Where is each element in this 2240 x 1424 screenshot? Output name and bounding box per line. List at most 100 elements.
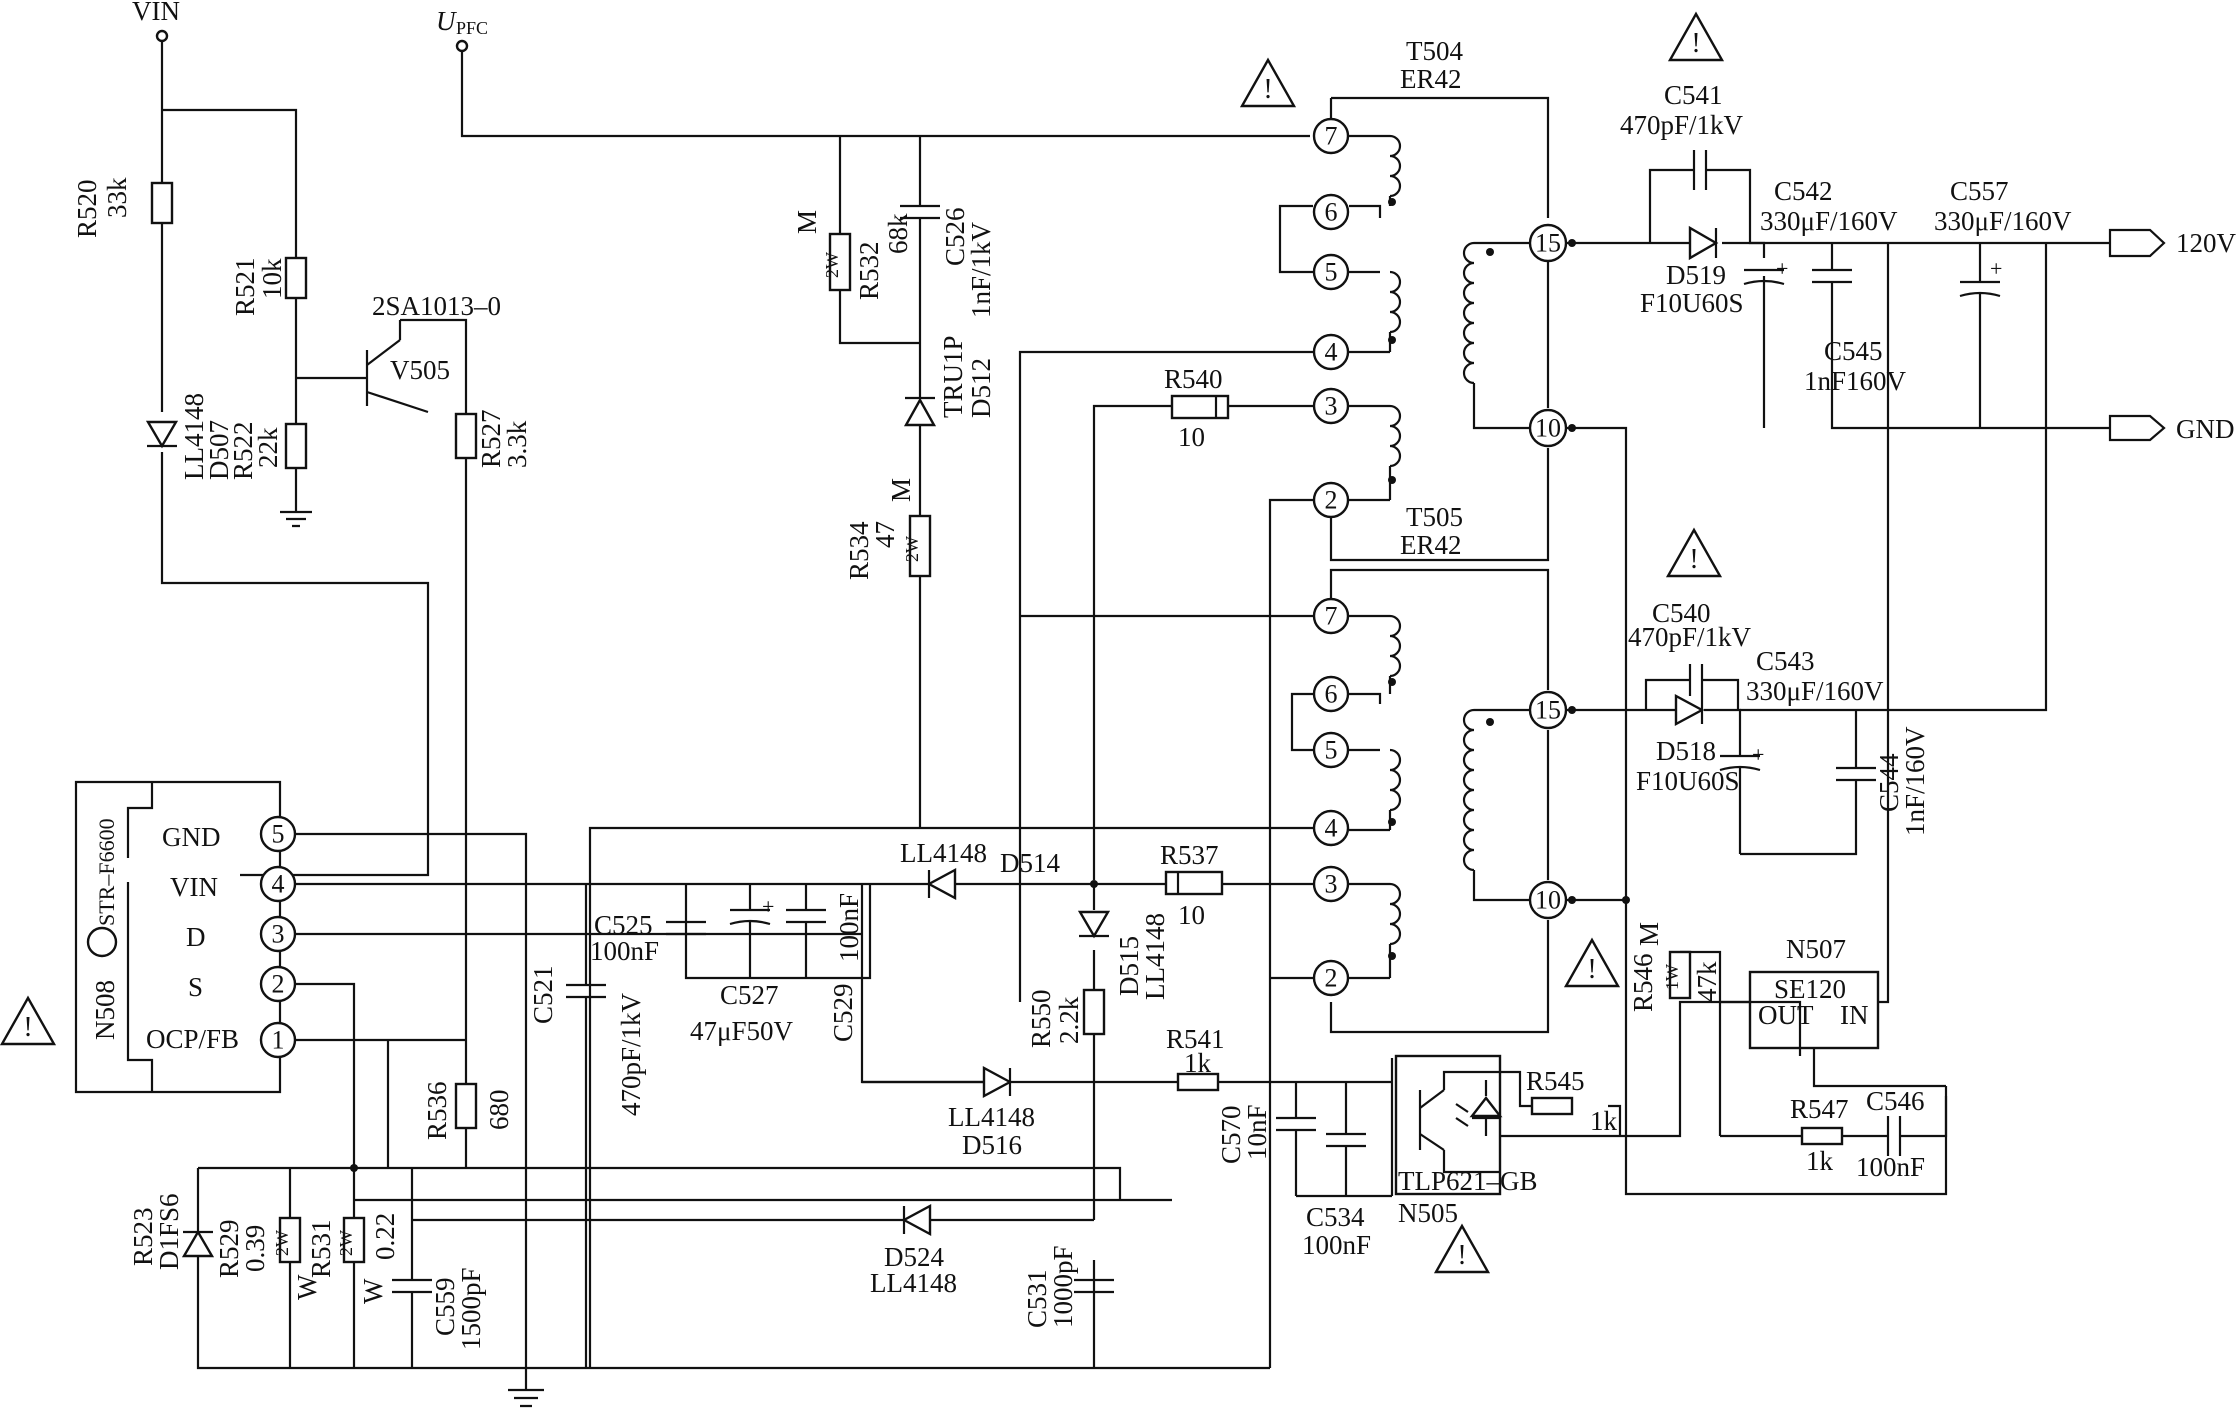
c540-value: 470pF/1kV	[1628, 622, 1752, 652]
t504-pins: 7 6 5 4 3 2 15 10	[1312, 117, 1568, 519]
r531-value: 0.22	[370, 1213, 400, 1260]
c521-label: C521	[528, 965, 558, 1024]
t504-type: ER42	[1400, 64, 1462, 94]
resistor-r529	[278, 1216, 302, 1264]
vin-net-label: VIN	[132, 0, 180, 26]
r520-value: 33k	[102, 177, 132, 218]
c531-value: 1000pF	[1048, 1245, 1078, 1328]
c559-value: 1500pF	[456, 1267, 486, 1350]
t505-pins: 7 6 5 4 3 2 15 10	[1312, 597, 1568, 997]
r550-value: 2.2k	[1054, 996, 1084, 1044]
warning-icon	[0, 996, 56, 1046]
resistor-r537	[1164, 870, 1224, 896]
vin-caps: + C525 100nF C527 47μF50V C529 100nF C52…	[528, 884, 990, 1368]
resistor-r550	[1082, 988, 1106, 1036]
c527-label: C527	[720, 980, 779, 1010]
r541-label: R541	[1166, 1024, 1225, 1054]
diode-d512	[903, 397, 937, 427]
d518-part: F10U60S	[1636, 766, 1740, 796]
c542-value: 330μF/160V	[1760, 206, 1898, 236]
r532-power: 2W	[822, 252, 842, 278]
c557-label: C557	[1950, 176, 2009, 206]
d507-label: D507	[204, 420, 234, 480]
t505-pin-4: 4	[1325, 814, 1338, 843]
n508-pin-gnd: GND	[162, 822, 221, 852]
r520-label: R520	[72, 179, 102, 238]
r547-label: R547	[1790, 1094, 1849, 1124]
r546-label: R546	[1628, 953, 1658, 1012]
t505-pin-2: 2	[1325, 964, 1338, 993]
r522-value: 22k	[253, 427, 283, 468]
n508-pin-ocp: OCP/FB	[146, 1024, 239, 1054]
upfc-net-sub: PFC	[456, 18, 488, 38]
t504-pin-4: 4	[1325, 338, 1338, 367]
resistor-r532	[828, 232, 852, 292]
c570-label: C570	[1216, 1105, 1246, 1164]
t505-pin-6: 6	[1325, 680, 1338, 709]
r546-m: M	[1634, 922, 1664, 946]
d515-part: LL4148	[1140, 913, 1170, 1000]
r527-value: 3.3k	[502, 420, 532, 468]
r531-power: 2W	[336, 1230, 356, 1256]
resistor-r527	[454, 412, 478, 460]
n508-part: STR–F6600	[94, 818, 119, 926]
t504-pin-10: 10	[1535, 414, 1561, 443]
output-section: + + 120V GND C541 470pF/1kV C542 330μF/1…	[1566, 80, 2237, 1196]
n508-pin-3: 3	[272, 920, 285, 949]
c525-value: 100nF	[590, 936, 659, 966]
diode-d516	[982, 1065, 1013, 1099]
r540-label: R540	[1164, 364, 1223, 394]
transistor-v505: 2SA1013–0 V505 R527 3.3k	[365, 291, 532, 1040]
warning-icon	[1240, 58, 1296, 108]
r532-value: 68k	[883, 213, 913, 254]
d514-label: D514	[1000, 848, 1060, 878]
c541-value: 470pF/1kV	[1620, 110, 1744, 140]
d518-label: D518	[1656, 736, 1716, 766]
n507-in: IN	[1840, 1000, 1869, 1030]
c529-value: 100nF	[834, 893, 864, 962]
upfc-network: U PFC 2W M R532 68k C526 1nF/1kV TRU1P D…	[436, 6, 1310, 828]
svg-text:+: +	[762, 894, 774, 919]
warning-icon	[1668, 12, 1724, 62]
n508-pin-vin: VIN	[170, 872, 218, 902]
resistor-r536	[454, 1082, 478, 1130]
r541-value: 1k	[1184, 1048, 1212, 1078]
n508-pin-s: S	[188, 972, 203, 1002]
c531-label: C531	[1022, 1269, 1052, 1328]
t505-pin-7: 7	[1325, 602, 1338, 631]
svg-text:+: +	[1752, 742, 1764, 767]
warning-icon	[1434, 1224, 1490, 1274]
svg-text:+: +	[1776, 256, 1788, 281]
d524-label: D524	[884, 1242, 944, 1272]
t504-pin-3: 3	[1325, 392, 1338, 421]
r521-value: 10k	[257, 258, 287, 299]
n505-part: TLP621–GB	[1398, 1166, 1538, 1196]
t504-pin-5: 5	[1325, 258, 1338, 287]
resistor-r540	[1170, 394, 1230, 420]
d1fs6-label: D1FS6	[154, 1193, 184, 1270]
warning-icon	[1666, 528, 1722, 578]
svg-text:+: +	[1990, 256, 2002, 281]
c544-value: 1nF/160V	[1900, 726, 1930, 836]
resistor-r521	[284, 256, 308, 300]
c545-label: C545	[1824, 336, 1883, 366]
feedback-network: LL4148 D516 R541 1k C570 10nF C534 100nF…	[862, 1000, 1802, 1260]
n508-pin-d: D	[186, 922, 206, 952]
r550-label: R550	[1026, 989, 1056, 1048]
resistor-r520	[150, 181, 174, 225]
r531-type: W	[358, 1278, 388, 1304]
r534-value: 47	[870, 521, 900, 548]
d516-part: LL4148	[948, 1102, 1035, 1132]
c559-label: C559	[430, 1277, 460, 1336]
resistor-r547	[1800, 1126, 1844, 1146]
v505-part: 2SA1013–0	[372, 291, 501, 321]
d515-label: D515	[1114, 936, 1144, 996]
t504-pin-2: 2	[1325, 486, 1338, 515]
d519-label: D519	[1666, 260, 1726, 290]
t505-pin-5: 5	[1325, 736, 1338, 765]
transformer-t505: T505 ER42 7 6 5 4 3 2 15 10	[1290, 502, 1568, 1034]
resistor-r522	[284, 422, 308, 470]
resistor-r541	[1176, 1072, 1220, 1092]
r534-power: 2W	[902, 536, 922, 562]
